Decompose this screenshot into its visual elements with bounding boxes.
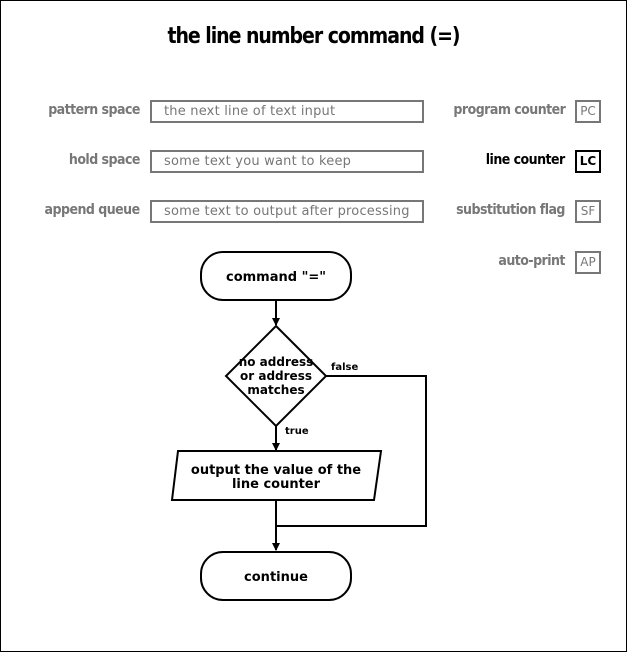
page-title: the line number command (=) bbox=[167, 24, 460, 49]
true-branch-label: true bbox=[285, 426, 309, 437]
output-action bbox=[170, 450, 383, 501]
false-branch-label: false bbox=[331, 362, 358, 373]
start-terminal-label: command "=" bbox=[226, 270, 326, 285]
end-terminal-label: continue bbox=[244, 570, 308, 585]
substitution-flag-register: SF bbox=[575, 200, 601, 223]
append-queue-label: append queue bbox=[44, 202, 141, 218]
pattern-space-field: the next line of text input bbox=[150, 100, 424, 123]
line-counter-register: LC bbox=[575, 150, 601, 173]
hold-space-field: some text you want to keep bbox=[150, 150, 424, 173]
auto-print-register: AP bbox=[575, 251, 601, 274]
program-counter-register: PC bbox=[575, 100, 601, 123]
end-terminal bbox=[200, 551, 352, 601]
decision-label-line-2: or address bbox=[240, 369, 312, 383]
line-counter-label: line counter bbox=[486, 152, 565, 168]
output-action-line-1: output the value of the bbox=[191, 463, 361, 478]
pattern-space-label: pattern space bbox=[48, 102, 140, 118]
connector-false-branch bbox=[276, 375, 427, 527]
append-queue-field: some text to output after processing bbox=[150, 200, 424, 223]
decision-label-line-1: no address bbox=[239, 355, 314, 369]
program-counter-label: program counter bbox=[453, 102, 565, 118]
decision-label-line-3: matches bbox=[247, 383, 304, 397]
auto-print-label: auto-print bbox=[498, 253, 565, 269]
output-action-line-2: line counter bbox=[232, 477, 321, 492]
hold-space-label: hold space bbox=[68, 152, 141, 168]
substitution-flag-label: substitution flag bbox=[456, 202, 565, 218]
